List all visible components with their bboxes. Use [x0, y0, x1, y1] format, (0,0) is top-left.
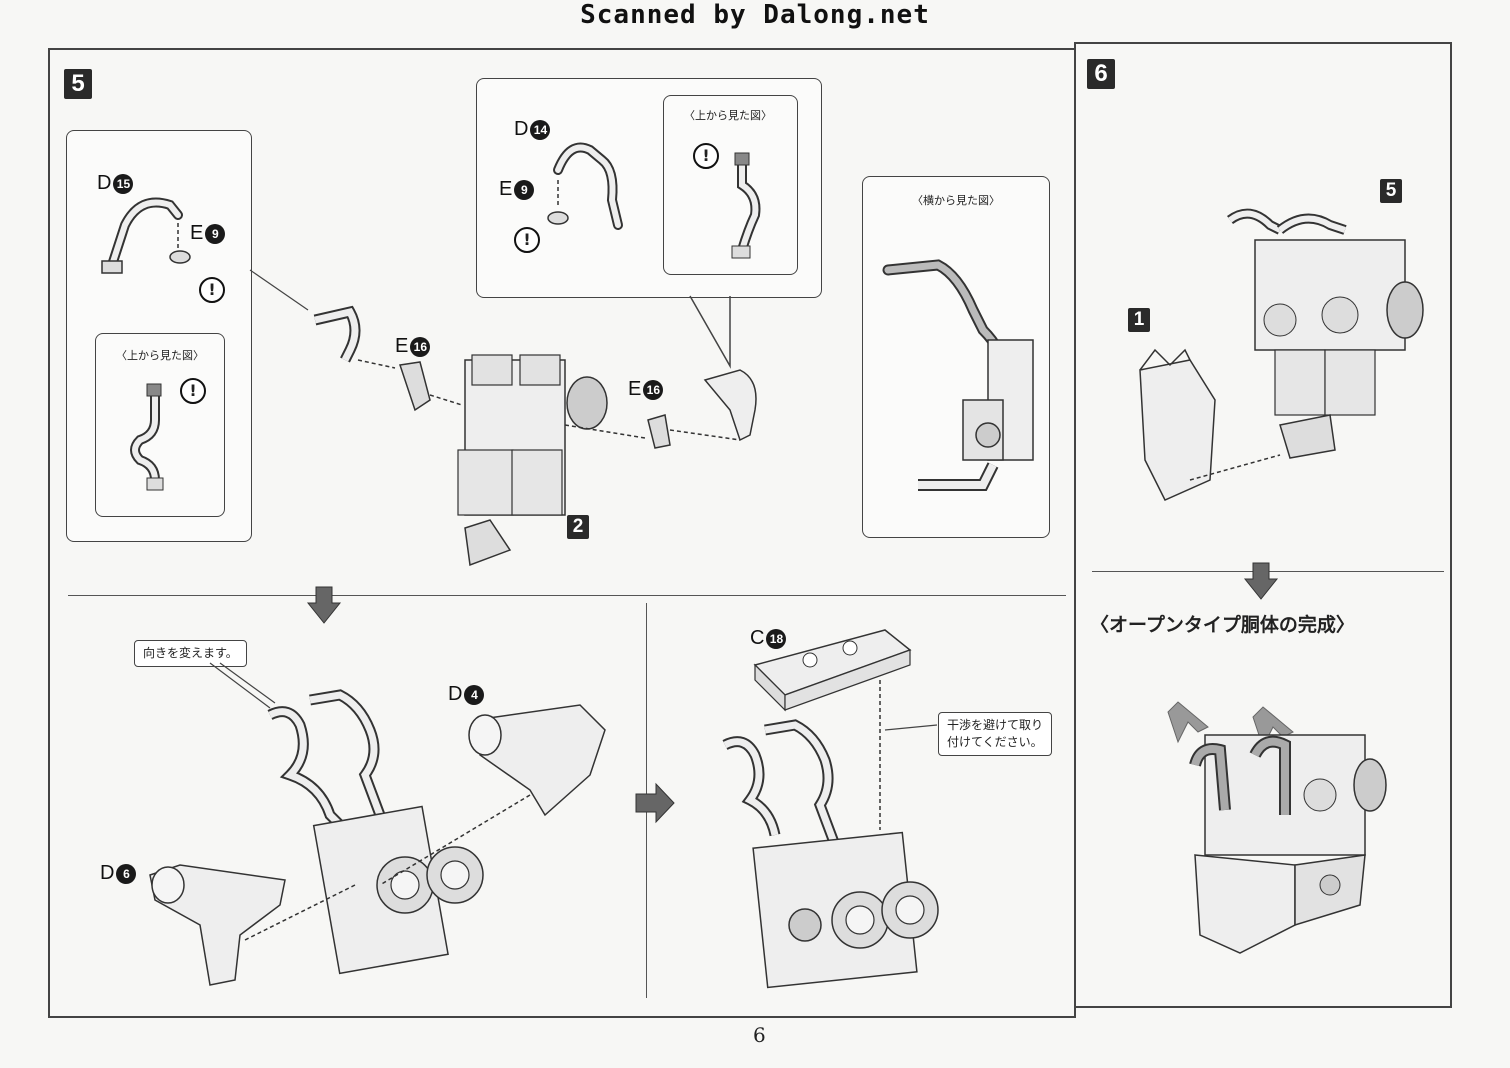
- step-6-assembly-illustration: [1139, 208, 1424, 501]
- note-pointer: [209, 662, 276, 709]
- diagonal-arrow-icon: [1167, 701, 1209, 744]
- warning-icon: !: [514, 227, 540, 253]
- main-body-assembly-illustration: [249, 269, 757, 567]
- pipe-d15-illustration: [101, 197, 191, 274]
- top-view-label: 〈上から見た図〉: [684, 109, 772, 122]
- note-change-direction: 向きを変えます。: [134, 640, 247, 667]
- top-view-label: 〈上から見た図〉: [116, 349, 204, 362]
- page-number: 6: [753, 1023, 766, 1047]
- warning-icon: !: [180, 378, 206, 404]
- warning-icon: !: [199, 277, 225, 303]
- note-line: 付けてください。: [947, 735, 1043, 749]
- right-arrow-icon: [635, 782, 675, 824]
- note-avoid-interference: 干渉を避けて取り 付けてください。: [938, 712, 1053, 756]
- assembly-c18-illustration: [722, 629, 939, 989]
- note-line: 干渉を避けて取り: [947, 718, 1044, 732]
- warning-icon: !: [693, 143, 719, 169]
- step-number-6: 6: [1087, 59, 1115, 89]
- ref-number-1: 1: [1128, 308, 1150, 332]
- down-arrow-icon: [1243, 562, 1279, 600]
- step-6-panel: [1074, 42, 1452, 1008]
- side-view-label: 〈横から見た図〉: [912, 194, 1000, 207]
- top-view-pipe-illustration: [731, 152, 761, 259]
- step-number-5: 5: [64, 69, 92, 99]
- side-view-illustration: [882, 259, 1034, 491]
- ref-number-5: 5: [1380, 179, 1402, 203]
- completion-label: 〈オープンタイプ胴体の完成〉: [1090, 614, 1355, 636]
- top-view-box-right: [663, 95, 798, 275]
- completed-body-illustration: [1189, 734, 1387, 954]
- ref-number-2: 2: [567, 515, 589, 539]
- pipe-d14-illustration: [547, 142, 623, 230]
- watermark: Scanned by Dalong.net: [580, 0, 930, 30]
- assembly-d4-d6-illustration: [149, 689, 606, 986]
- callout-pointer: [689, 295, 731, 369]
- step-5-divider-horizontal: [68, 595, 1066, 596]
- top-view-pipe-illustration: [130, 383, 164, 491]
- down-arrow-icon: [306, 586, 342, 624]
